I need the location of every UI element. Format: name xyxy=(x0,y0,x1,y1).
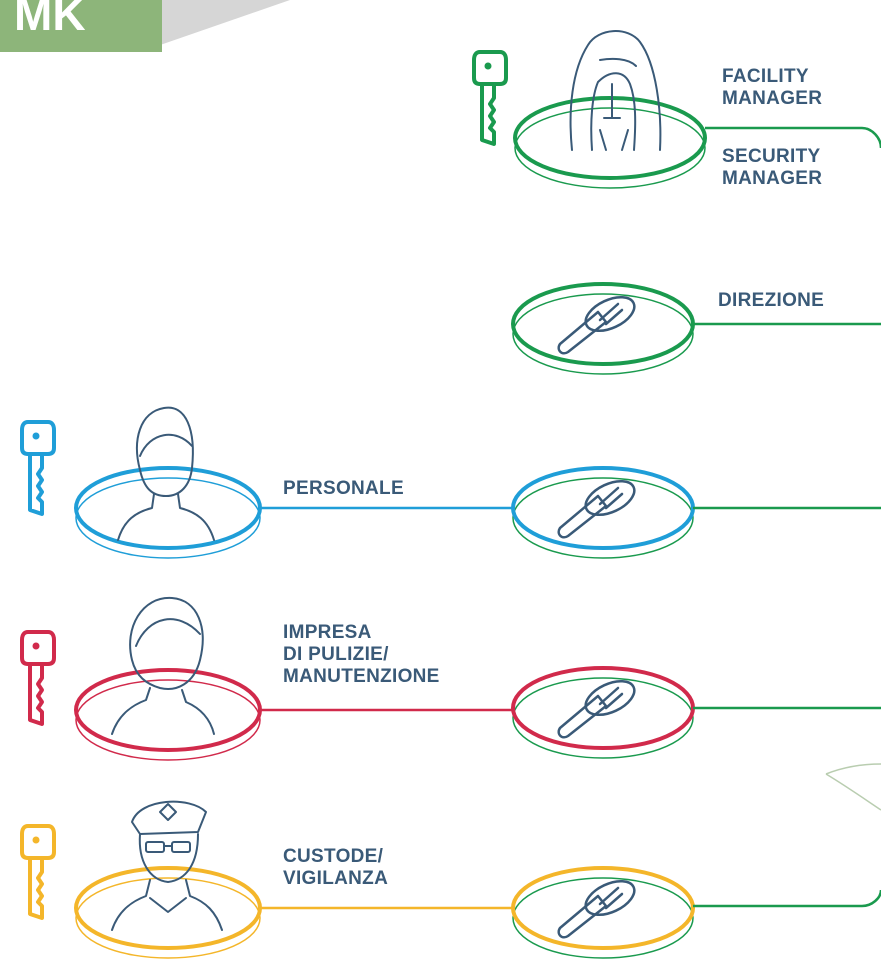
impresa-line1: IMPRESA xyxy=(283,622,372,643)
personale-key-icon xyxy=(20,420,56,516)
personale-person-icon xyxy=(117,406,215,541)
impresa-line2: DI PULIZIE/ xyxy=(283,644,389,665)
impresa-lock-icon xyxy=(557,673,641,739)
facility-manager-line2: MANAGER xyxy=(722,88,823,109)
facility-key-icon xyxy=(472,50,508,146)
custode-person-icon xyxy=(111,800,223,931)
impresa-person-icon xyxy=(111,596,215,735)
impresa-line3: MANUTENZIONE xyxy=(283,666,440,687)
custode-key-icon xyxy=(20,824,56,920)
custode-line1: CUSTODE/ xyxy=(283,846,384,867)
personale-lock-icon xyxy=(557,473,641,539)
personale-platform xyxy=(74,466,262,559)
security-manager-line2: MANAGER xyxy=(722,168,823,189)
brand-badge-text: MK xyxy=(14,0,86,40)
security-manager-line1: SECURITY xyxy=(722,146,821,167)
custode-line2: VIGILANZA xyxy=(283,868,389,889)
custode-label: CUSTODE/ VIGILANZA xyxy=(283,846,388,890)
custode-lock-platform xyxy=(511,866,695,959)
custode-right-connector xyxy=(693,889,881,908)
impresa-label: IMPRESA DI PULIZIE/ MANUTENZIONE xyxy=(283,622,440,688)
badge-shadow xyxy=(140,0,290,52)
facility-manager-line1: FACILITY xyxy=(722,66,809,87)
brand-badge: MK xyxy=(0,0,162,52)
custode-lock-icon xyxy=(557,873,641,939)
facility-connector xyxy=(705,126,881,149)
facility-platform xyxy=(513,96,707,189)
impresa-platform xyxy=(74,668,262,761)
direzione-label: DIREZIONE xyxy=(718,290,825,311)
facility-manager-label: FACILITY MANAGER xyxy=(722,66,822,110)
impresa-key-icon xyxy=(20,630,56,726)
direzione-lock-icon xyxy=(557,289,641,355)
direzione-platform xyxy=(511,282,695,375)
personale-label: PERSONALE xyxy=(283,478,404,499)
personale-lock-platform xyxy=(511,466,695,559)
door-decoration xyxy=(825,763,881,811)
facility-person-icon xyxy=(569,30,662,151)
impresa-lock-platform xyxy=(511,666,695,759)
security-manager-label: SECURITY MANAGER xyxy=(722,146,822,190)
